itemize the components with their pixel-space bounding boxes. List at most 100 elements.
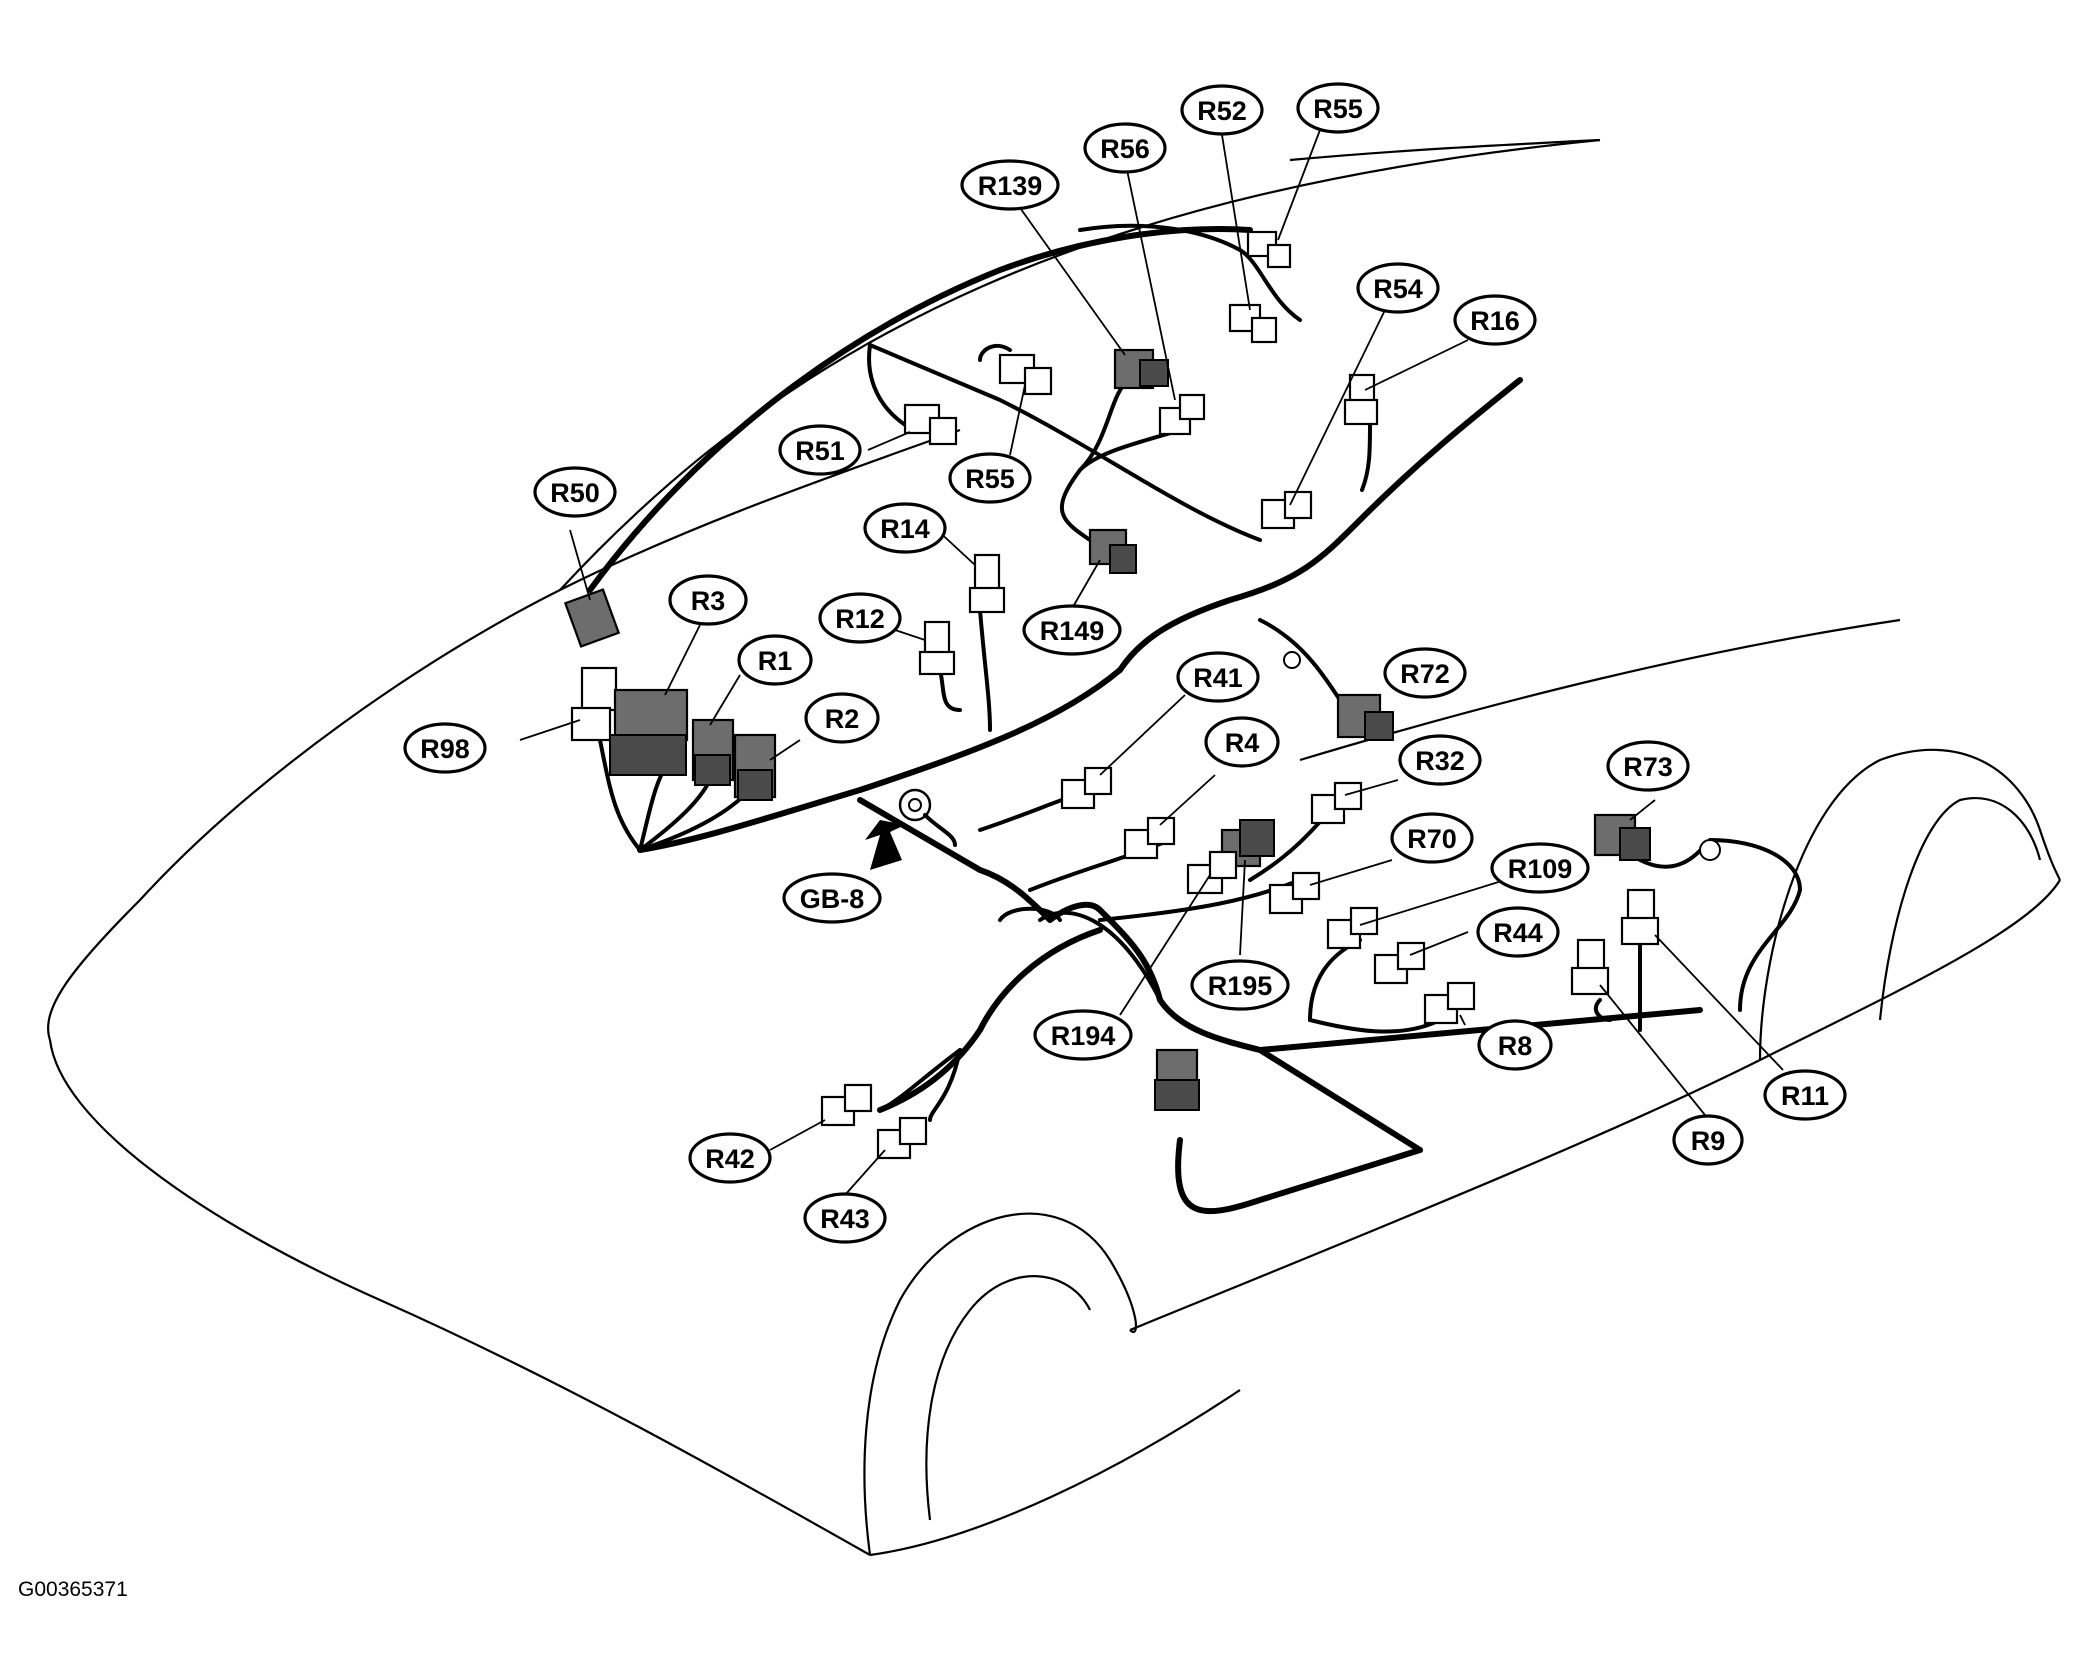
svg-text:R8: R8: [1498, 1031, 1533, 1061]
connector-r16: [1343, 373, 1379, 426]
connector-r194: [1186, 850, 1238, 895]
callout-r16: R16: [1453, 294, 1537, 346]
svg-text:R54: R54: [1373, 274, 1423, 304]
gb8-arrow-icon: [865, 820, 905, 870]
callout-r98: R98: [403, 722, 487, 774]
callout-r139: R139: [960, 159, 1060, 211]
svg-text:R50: R50: [550, 478, 600, 508]
callout-r56: R56: [1083, 122, 1167, 174]
connector-r8: [1423, 981, 1476, 1025]
svg-text:R2: R2: [825, 704, 860, 734]
svg-text:R41: R41: [1193, 663, 1243, 693]
figure-id: G00365371: [18, 1578, 128, 1601]
svg-text:R73: R73: [1623, 752, 1673, 782]
svg-text:R72: R72: [1400, 659, 1450, 689]
connector-r12: [918, 620, 956, 676]
callout-r55-mid: R55: [948, 452, 1032, 504]
leader-lines: [519, 129, 1784, 1196]
callout-r52: R52: [1180, 84, 1264, 136]
connector-r73: [1593, 813, 1651, 861]
connector-r50: [563, 588, 621, 648]
svg-text:R1: R1: [758, 646, 793, 676]
harness-clip: [1699, 839, 1721, 861]
connectors: [563, 230, 1660, 1160]
connector-r44: [1373, 941, 1426, 985]
connector-seat: [1154, 1048, 1200, 1111]
callout-r43: R43: [803, 1192, 887, 1244]
callout-r42: R42: [688, 1132, 772, 1184]
svg-text:R42: R42: [705, 1144, 755, 1174]
svg-text:R149: R149: [1040, 616, 1105, 646]
connector-r14: [968, 553, 1006, 614]
connector-r51: [903, 403, 958, 446]
svg-text:R55: R55: [1313, 94, 1363, 124]
connector-r4: [1123, 816, 1176, 860]
svg-text:R52: R52: [1197, 96, 1247, 126]
connector-r42: [820, 1083, 873, 1127]
callout-r2: R2: [804, 692, 880, 744]
svg-text:R14: R14: [880, 514, 930, 544]
callout-r3: R3: [668, 574, 748, 626]
connector-r98: [570, 666, 618, 742]
connector-r43: [876, 1116, 928, 1160]
harness-roof: [587, 223, 1523, 673]
callout-r195: R195: [1190, 959, 1290, 1011]
ground-eyelet: [898, 788, 957, 847]
svg-text:R9: R9: [1691, 1126, 1726, 1156]
svg-text:R195: R195: [1208, 971, 1273, 1001]
callout-r4: R4: [1204, 716, 1280, 768]
svg-text:R56: R56: [1100, 134, 1150, 164]
svg-text:R3: R3: [691, 586, 726, 616]
svg-text:R4: R4: [1225, 728, 1260, 758]
callout-gb8: GB-8: [782, 872, 882, 924]
callout-r72: R72: [1383, 647, 1467, 699]
connector-r72: [1336, 693, 1394, 741]
connector-r9: [1570, 938, 1610, 996]
svg-text:R51: R51: [795, 436, 845, 466]
svg-text:R32: R32: [1415, 746, 1465, 776]
callout-r51: R51: [778, 424, 862, 476]
svg-text:GB-8: GB-8: [800, 884, 865, 914]
svg-text:R44: R44: [1493, 918, 1543, 948]
connector-r149: [1088, 528, 1137, 574]
connector-r139: [1113, 348, 1169, 390]
connector-r32: [1310, 781, 1363, 825]
callout-r14: R14: [863, 502, 947, 554]
harness-clip: [1283, 651, 1301, 669]
svg-text:R55: R55: [965, 464, 1015, 494]
connector-r55-lower: [998, 353, 1053, 396]
connector-r70: [1268, 871, 1321, 915]
callout-r11: R11: [1763, 1069, 1847, 1121]
connector-r11: [1620, 888, 1660, 946]
connector-r55-upper: [1246, 230, 1292, 269]
connector-r52: [1228, 303, 1278, 344]
callout-r55-top: R55: [1296, 82, 1380, 134]
callout-r44: R44: [1476, 906, 1560, 958]
svg-text:R139: R139: [978, 171, 1043, 201]
svg-text:R16: R16: [1470, 306, 1520, 336]
callout-r32: R32: [1398, 734, 1482, 786]
svg-text:R194: R194: [1051, 1021, 1116, 1051]
svg-text:R12: R12: [835, 604, 885, 634]
svg-text:R98: R98: [420, 734, 470, 764]
connector-r3: [609, 688, 689, 776]
callout-r149: R149: [1022, 604, 1122, 656]
svg-text:R70: R70: [1407, 824, 1457, 854]
connector-r195: [1220, 819, 1275, 868]
callout-r194: R194: [1033, 1009, 1133, 1061]
callout-r70: R70: [1390, 812, 1474, 864]
svg-text:R11: R11: [1781, 1081, 1829, 1111]
callout-r109: R109: [1490, 842, 1590, 894]
connector-r54: [1260, 490, 1313, 530]
connector-r56: [1158, 393, 1206, 436]
connector-r1: [691, 718, 735, 786]
connector-r2: [733, 733, 777, 801]
callout-r50: R50: [533, 466, 617, 518]
svg-text:R109: R109: [1508, 854, 1573, 884]
callout-r8: R8: [1477, 1019, 1553, 1071]
callout-r73: R73: [1606, 740, 1690, 792]
callout-r1: R1: [737, 634, 813, 686]
callout-r54: R54: [1356, 262, 1440, 314]
